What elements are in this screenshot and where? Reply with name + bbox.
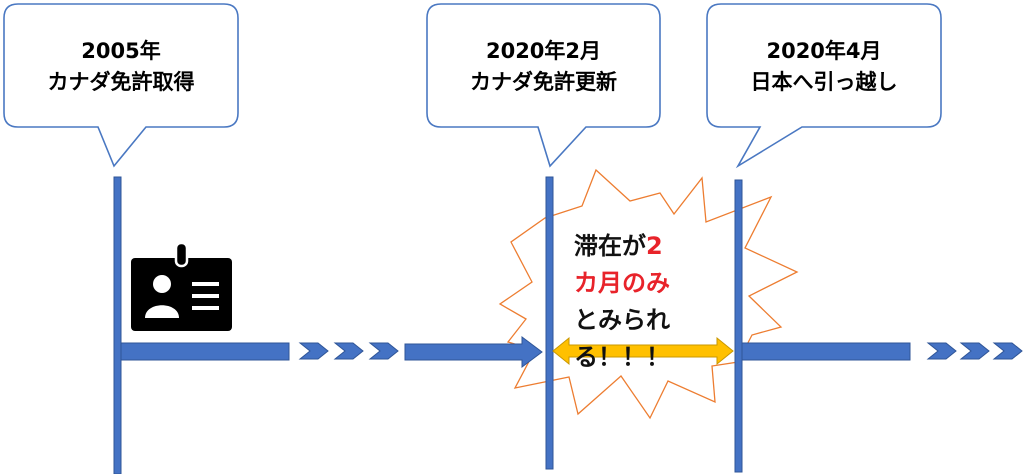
chevron-icon [992,342,1023,360]
callout-2005 [3,3,239,168]
burst-line-1-highlight: 2 [646,232,663,260]
chevron-icon [959,342,990,360]
burst-line-3: とみられ [574,306,670,334]
event-date: 2005年 [81,39,161,63]
timeline-bar-1 [120,342,290,361]
marker-line-2005 [113,176,122,474]
callout-2020-apr [706,3,942,169]
burst-message: 滞在が2 カ月のみ とみられ る！！！ [574,228,670,376]
id-card-icon [131,241,232,331]
burst-line-1: 滞在が2 [574,228,670,265]
chevrons-2 [926,342,1023,360]
event-label-2020-feb: 2020年2月 カナダ免許更新 [427,36,660,98]
event-description: カナダ免許取得 [47,70,195,94]
event-date: 2020年2月 [485,39,602,63]
event-description: 日本へ引っ越し [750,70,898,94]
callout-2020-feb [426,3,661,168]
marker-line-2020-feb [545,176,554,470]
event-date: 2020年4月 [766,39,882,63]
burst-line-4: る！！！ [574,343,670,371]
double-arrow [552,336,734,366]
event-label-2020-apr: 2020年4月 日本へ引っ越し [707,36,941,98]
chevron-icon [926,342,957,360]
chevron-icon [368,342,399,360]
event-label-2005: 2005年 カナダ免許取得 [4,36,238,98]
timeline-bar-2 [741,342,911,361]
chevron-icon [333,342,364,360]
burst-line-2: カ月のみ [574,269,670,297]
event-description: カナダ免許更新 [470,70,617,94]
chevrons-1 [298,342,399,360]
burst-line-1-prefix: 滞在が [574,232,646,260]
chevron-icon [298,342,329,360]
marker-line-2020-apr [734,179,743,473]
timeline-arrow-to-2020-feb [404,336,543,368]
